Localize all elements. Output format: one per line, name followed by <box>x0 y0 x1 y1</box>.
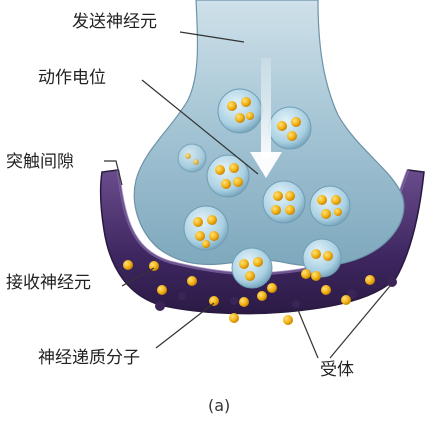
vesicle <box>218 89 262 133</box>
receptor <box>155 301 165 311</box>
neurotransmitter-molecule <box>227 101 237 111</box>
neurotransmitter-molecule <box>185 153 191 159</box>
neurotransmitter-molecule <box>239 259 249 269</box>
neurotransmitter-molecule <box>311 249 321 259</box>
neurotransmitter-molecule <box>157 285 167 295</box>
vesicle <box>269 107 311 149</box>
neurotransmitter-molecule <box>207 215 217 225</box>
vesicle <box>263 181 305 223</box>
neurotransmitter-molecule <box>341 295 351 305</box>
neurotransmitter-molecule <box>229 163 239 173</box>
vesicle <box>310 186 350 226</box>
neurotransmitter-molecule <box>215 165 225 175</box>
figure-caption: (a) <box>208 396 230 416</box>
neurotransmitter-molecule <box>283 315 293 325</box>
label-action-potential: 动作电位 <box>38 68 106 88</box>
vesicle <box>232 248 272 288</box>
neurotransmitter-molecule <box>193 217 203 227</box>
neurotransmitter-molecule <box>202 240 210 248</box>
neurotransmitter-molecule <box>241 97 251 107</box>
neurotransmitter-molecule <box>245 271 255 281</box>
vesicle <box>178 144 206 172</box>
label-postsynaptic-neuron: 接收神经元 <box>6 273 91 293</box>
neurotransmitter-molecule <box>291 117 301 127</box>
neurotransmitter-molecule <box>273 191 283 201</box>
neurotransmitter-molecule <box>267 283 277 293</box>
neurotransmitter-molecule <box>317 195 327 205</box>
neurotransmitter-molecule <box>187 276 197 286</box>
neurotransmitter-molecule <box>301 269 311 279</box>
label-receptor: 受体 <box>320 360 354 380</box>
receptor <box>292 300 300 308</box>
leader-receptor-1 <box>298 310 318 358</box>
neurotransmitter-molecule <box>287 131 297 141</box>
neurotransmitter-molecule <box>285 191 295 201</box>
neurotransmitter-molecule <box>257 291 267 301</box>
neurotransmitter-molecule <box>221 179 231 189</box>
neurotransmitter-molecule <box>233 177 243 187</box>
neurotransmitter-molecule <box>331 195 341 205</box>
neurotransmitter-molecule <box>246 112 254 120</box>
neurotransmitter-molecule <box>285 205 295 215</box>
receptor <box>230 297 238 305</box>
neurotransmitter-molecule <box>311 271 321 281</box>
receptor <box>387 277 397 287</box>
neurotransmitter-molecule <box>229 313 239 323</box>
neurotransmitter-molecule <box>209 296 219 306</box>
neurotransmitter-molecule <box>209 231 219 241</box>
label-synaptic-cleft: 突触间隙 <box>6 152 74 172</box>
neurotransmitter-molecule <box>123 260 133 270</box>
neurotransmitter-molecule <box>365 275 375 285</box>
neurotransmitter-molecule <box>321 285 331 295</box>
neurotransmitter-molecule <box>235 113 245 123</box>
neurotransmitter-molecule <box>277 121 287 131</box>
neurotransmitter-molecule <box>271 205 281 215</box>
neurotransmitter-molecule <box>195 231 205 241</box>
neurotransmitter-molecule <box>193 159 199 165</box>
neurotransmitter-molecule <box>334 208 342 216</box>
neurotransmitter-molecule <box>239 297 249 307</box>
neurotransmitter-molecule <box>323 251 333 261</box>
label-presynaptic-neuron: 发送神经元 <box>72 12 157 32</box>
label-neurotransmitter: 神经递质分子 <box>38 348 140 368</box>
neurotransmitter-molecule <box>253 257 263 267</box>
receptor <box>178 292 186 300</box>
neurotransmitter-molecule <box>321 209 331 219</box>
